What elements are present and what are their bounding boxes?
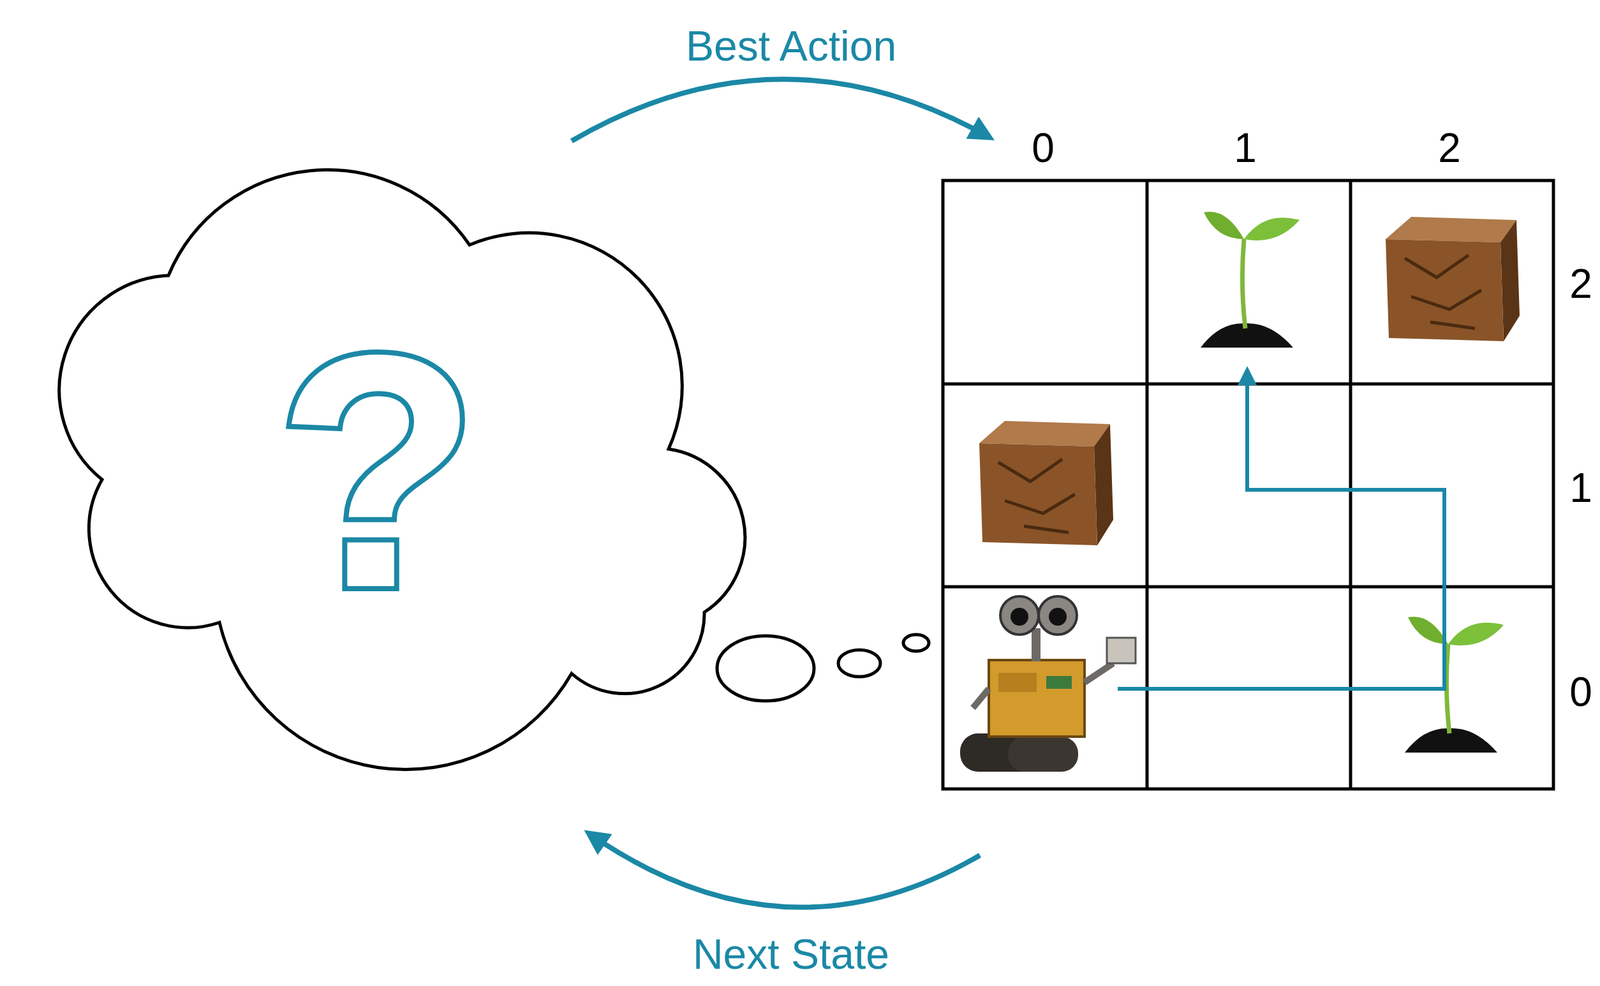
thought-bubble: [717, 636, 815, 702]
stem: [1242, 239, 1246, 329]
grid-line: [1145, 180, 1149, 790]
grid-line: [942, 585, 1554, 589]
rock-texture: [998, 459, 1075, 533]
column-number: 0: [1031, 125, 1055, 171]
robot-arm: [972, 688, 989, 709]
arrow-label: Best Action: [685, 22, 897, 70]
stem: [1446, 644, 1450, 734]
action-arrow: [571, 79, 991, 141]
leaf: [1448, 622, 1504, 646]
row-number: 1: [1569, 465, 1593, 511]
row-number: 2: [1569, 261, 1593, 307]
leaf: [1203, 211, 1245, 240]
rock-cube: [1385, 216, 1520, 342]
robot-arm: [1084, 663, 1114, 683]
rock-top: [1385, 216, 1517, 243]
thought-bubble: [838, 650, 881, 677]
rock-texture: [1404, 255, 1482, 329]
question-mark: ?: [276, 305, 480, 638]
arrow-label: Next State: [692, 931, 890, 978]
column-number: 2: [1437, 125, 1461, 171]
thought-bubble: [903, 634, 929, 652]
robot-body: [988, 660, 1085, 737]
robot-eye: [1038, 596, 1077, 635]
row-number: 0: [1569, 669, 1593, 715]
robot-cube: [1106, 637, 1136, 664]
plant-sprout: [1404, 616, 1504, 753]
grid-border: [942, 180, 1554, 790]
rock-top: [979, 421, 1111, 447]
robot-pupil: [1048, 607, 1067, 626]
rock-front: [1385, 239, 1504, 342]
leaf: [1407, 616, 1449, 645]
thought-cloud: ?: [20, 168, 735, 756]
robot-panel: [1046, 676, 1072, 689]
rock-cube: [979, 421, 1114, 546]
robot-pupil: [1010, 607, 1029, 626]
plant-sprout: [1200, 211, 1300, 348]
robot: [960, 596, 1136, 772]
robot-neck: [1031, 628, 1041, 662]
column-number: 1: [1233, 125, 1257, 171]
robot-panel: [998, 673, 1037, 693]
robot-track: [1007, 736, 1079, 772]
best-path: [1117, 370, 1445, 689]
grid-line: [1349, 180, 1353, 790]
grid: [942, 180, 1554, 790]
robot-eye: [1000, 596, 1039, 635]
rock-side: [1094, 424, 1114, 546]
cloud-shape: [59, 169, 746, 770]
leaf: [1244, 217, 1300, 241]
rock-front: [979, 443, 1098, 546]
state-arrow: [588, 833, 980, 908]
rock-side: [1500, 220, 1520, 342]
